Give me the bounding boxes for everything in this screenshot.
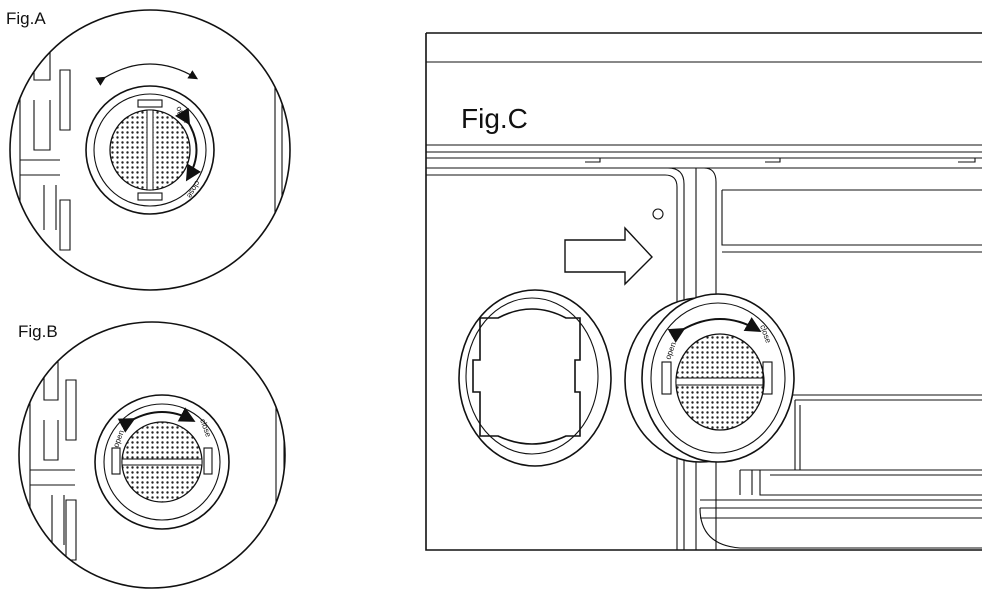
fig-c-divider-bar <box>675 377 765 386</box>
fig-c-left-tab <box>661 361 672 395</box>
fig-a-divider-bar <box>146 109 154 191</box>
fig-a-bottom-tab <box>137 192 163 201</box>
fig-a-open-close-arrow-icon <box>174 107 202 182</box>
fig-b-close-text: close <box>198 418 213 439</box>
figure-c: Fig.C open close <box>425 32 982 551</box>
fig-c-label: Fig.C <box>461 103 528 134</box>
fig-b-zoom-circle <box>18 321 286 589</box>
fig-c-screw-hole <box>652 208 664 220</box>
fig-b-left-tab <box>111 447 121 475</box>
fig-b-label: Fig.B <box>18 322 58 341</box>
fig-c-outer-frame <box>425 33 982 551</box>
fig-a-label: Fig.A <box>6 9 46 28</box>
fig-b-open-close-arrow-icon <box>117 407 196 433</box>
rotate-hint-arrow-icon <box>95 63 199 86</box>
fig-c-right-tab <box>762 361 773 395</box>
fig-b-open-text: open <box>111 429 126 449</box>
fig-a-vent-knob: open close <box>85 85 215 215</box>
fig-c-installed-vent-knob: open close <box>624 293 795 463</box>
figure-a: Fig.A open close <box>6 9 291 291</box>
fig-c-empty-vent-opening <box>458 289 612 467</box>
insert-direction-arrow-icon <box>564 226 653 286</box>
fig-a-close-text: close <box>185 179 202 200</box>
figure-b: Fig.B open close <box>18 321 286 589</box>
fig-a-zoom-circle <box>9 9 291 291</box>
fig-c-open-close-arrow-icon <box>667 317 762 343</box>
fig-b-right-tab <box>203 447 213 475</box>
fig-b-divider-bar <box>121 458 203 466</box>
fig-b-vent-knob: open close <box>94 394 230 530</box>
fig-a-top-tab <box>137 99 163 108</box>
